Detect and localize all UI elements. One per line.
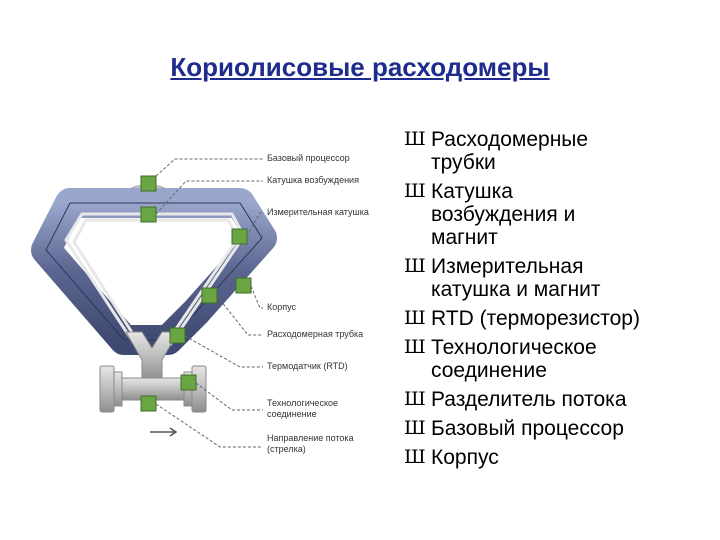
bullet-text: RTD (терморезистор) — [431, 307, 640, 330]
bullet-text: Разделитель потока — [431, 388, 627, 411]
callout-label: Катушка возбуждения — [267, 175, 359, 185]
bullet-marker: Ш — [404, 180, 426, 202]
callout-label: Корпус — [267, 302, 297, 312]
flow-arrow-icon — [150, 427, 178, 437]
callout-label: Термодатчик (RTD) — [267, 361, 348, 371]
bullet-marker: Ш — [404, 255, 426, 277]
bullet-text: Базовый процессор — [431, 417, 624, 440]
bullet-marker: Ш — [404, 128, 426, 150]
leader-lines — [155, 158, 263, 448]
bullet-marker: Ш — [404, 388, 426, 410]
part-markers — [140, 175, 252, 412]
bullet-item: Ш Базовый процессор — [404, 417, 716, 440]
flow-tubes — [64, 212, 246, 346]
bullet-marker: Ш — [404, 307, 426, 329]
callout-label: Базовый процессор — [267, 153, 350, 163]
callout-label: Направление потока(стрелка) — [267, 433, 354, 454]
slide-title: Кориолисовые расходомеры — [170, 52, 550, 82]
bullet-marker: Ш — [404, 336, 426, 358]
bullet-item: Ш RTD (терморезистор) — [404, 307, 716, 330]
bullet-item: Ш Корпус — [404, 446, 716, 469]
bullet-marker: Ш — [404, 417, 426, 439]
bullet-marker: Ш — [404, 446, 426, 468]
flow-splitter — [125, 331, 179, 381]
bullet-text: Корпус — [431, 446, 499, 469]
bullet-item: Ш Разделитель потока — [404, 388, 716, 411]
callout-label: Измерительная катушка — [267, 207, 369, 217]
callout-label: Расходомерная трубка — [267, 329, 364, 339]
